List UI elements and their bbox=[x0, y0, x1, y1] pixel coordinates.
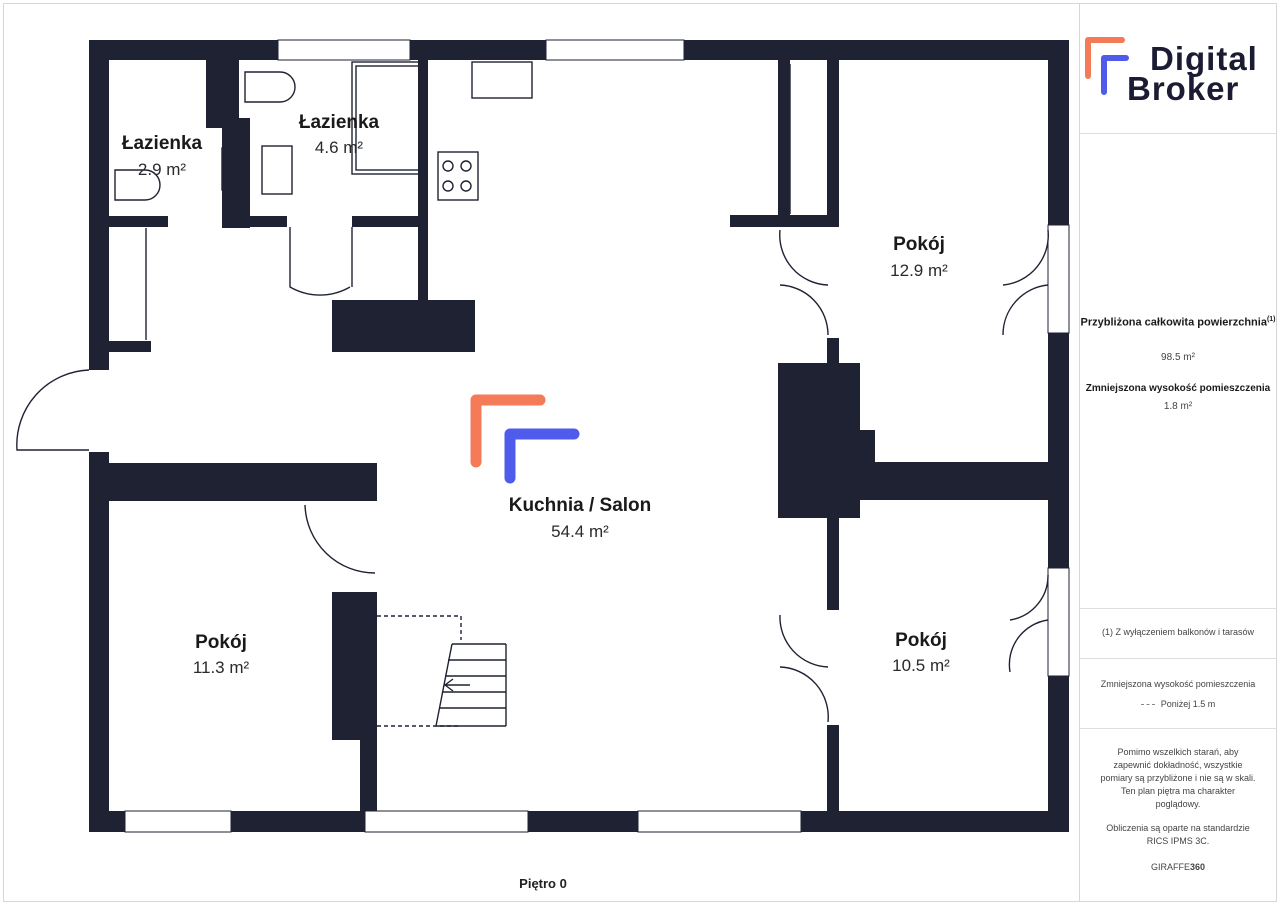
footnote: (1) Z wyłączeniem balkonów i tarasów bbox=[1101, 627, 1255, 637]
wall-stair-b bbox=[360, 740, 377, 812]
room-area: 10.5 m² bbox=[892, 656, 950, 675]
giraffe-logo: GIRAFFE360 bbox=[1150, 862, 1206, 872]
room-name: Pokój bbox=[893, 234, 945, 255]
room-name: Pokój bbox=[895, 630, 947, 651]
room-area: 12.9 m² bbox=[890, 261, 948, 280]
walls bbox=[89, 40, 1069, 832]
standard-note: Obliczenia są oparte na standardzie RICS… bbox=[1106, 823, 1250, 846]
reduced-height-title: Zmniejszona wysokość pomieszczenia bbox=[1085, 383, 1271, 394]
wall-col-3 bbox=[827, 725, 839, 815]
wall-room-left bbox=[778, 60, 790, 227]
wall-right-1 bbox=[1048, 40, 1069, 225]
floor-label: Piętro 0 bbox=[519, 876, 567, 891]
total-area-title: Przybliżona całkowita powierzchnia(1) bbox=[1080, 316, 1276, 329]
room-name: Kuchnia / Salon bbox=[508, 495, 652, 516]
legend-title: Zmniejszona wysokość pomieszczenia bbox=[1100, 679, 1256, 689]
room-area: 4.6 m² bbox=[314, 138, 364, 157]
wall-room-mid bbox=[838, 462, 1068, 500]
wall-stair bbox=[332, 592, 377, 740]
wall-bath-a bbox=[206, 60, 239, 128]
wall-closet bbox=[109, 341, 151, 352]
wall-col-2 bbox=[827, 500, 839, 610]
room-name: Łazienka bbox=[121, 133, 203, 154]
windows bbox=[124, 39, 1070, 833]
room-area: 2.9 m² bbox=[137, 160, 187, 179]
brand-name-line2: Broker bbox=[1127, 70, 1240, 107]
legend-item: Poniżej 1.5 m bbox=[1080, 697, 1276, 712]
total-area-value: 98.5 m² bbox=[1161, 352, 1195, 363]
wall-left-lower bbox=[89, 452, 109, 832]
wall-bath-b bbox=[222, 118, 250, 228]
wall-room-left-b bbox=[827, 60, 839, 227]
wall-left-upper bbox=[89, 40, 109, 370]
disclaimer: Pomimo wszelkich starań, aby zapewnić do… bbox=[1100, 747, 1256, 809]
brand-name-line1: Digital bbox=[1150, 40, 1258, 77]
floor-plan bbox=[16, 39, 1070, 833]
room-name: Łazienka bbox=[298, 112, 380, 133]
room-name: Pokój bbox=[195, 632, 247, 653]
room-area: 11.3 m² bbox=[192, 658, 250, 677]
wall-bath-d bbox=[226, 216, 287, 227]
wall-bath-c bbox=[109, 216, 168, 227]
wall-middle bbox=[109, 463, 377, 501]
reduced-height-value: 1.8 m² bbox=[1163, 401, 1193, 412]
fixtures bbox=[16, 61, 1049, 727]
wall-bath-e bbox=[352, 216, 428, 227]
wall-block bbox=[332, 300, 475, 352]
wall-col-1 bbox=[827, 338, 839, 363]
brand-logo-icon bbox=[1085, 37, 1129, 95]
wall-bottom bbox=[89, 811, 1069, 832]
wall-right-2 bbox=[1048, 333, 1069, 568]
wall-bath-f bbox=[418, 60, 428, 310]
dashed-line-icon bbox=[1140, 704, 1155, 706]
wall-right-3 bbox=[1048, 676, 1069, 832]
watermark-logo bbox=[470, 394, 580, 484]
info-panel bbox=[1079, 3, 1277, 902]
room-area: 54.4 m² bbox=[551, 522, 609, 541]
page-frame bbox=[3, 3, 1277, 902]
